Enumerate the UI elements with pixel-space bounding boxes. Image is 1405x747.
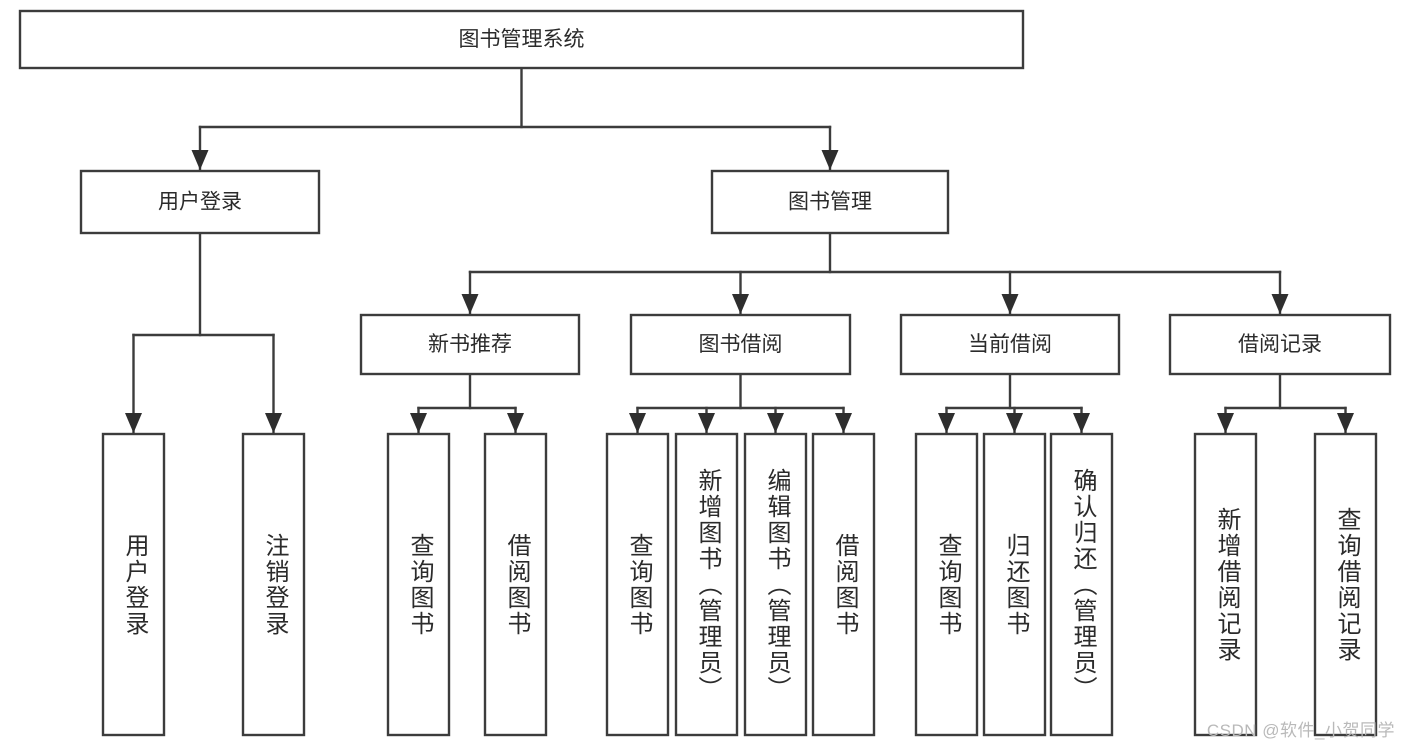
arrow-head-icon xyxy=(1337,413,1354,433)
node-leaf-8 xyxy=(914,432,979,737)
arrow-head-icon xyxy=(1271,294,1289,314)
node-level2-0 xyxy=(79,169,321,235)
arrow-head-icon xyxy=(698,413,715,433)
node-leaf-1 xyxy=(241,432,306,737)
node-level3-label-2: 当前借阅 xyxy=(968,333,1052,356)
node-level2-1 xyxy=(710,169,950,235)
node-level3-2 xyxy=(899,313,1121,376)
node-root-label: 图书管理系统 xyxy=(459,28,585,51)
arrow-head-icon xyxy=(767,413,784,433)
box-layer xyxy=(18,9,1392,737)
node-root xyxy=(18,9,1025,70)
node-leaf-4 xyxy=(605,432,670,737)
arrow-head-icon xyxy=(629,413,646,433)
arrow-head-icon xyxy=(191,150,209,170)
watermark: CSDN @软件_小贺同学 xyxy=(1206,721,1395,740)
node-level3-3 xyxy=(1168,313,1392,376)
arrow-head-icon xyxy=(835,413,852,433)
node-level3-label-1: 图书借阅 xyxy=(699,333,783,356)
node-leaf-10 xyxy=(1049,432,1114,737)
arrow-head-icon xyxy=(821,150,839,170)
node-leaf-3 xyxy=(483,432,548,737)
node-leaf-9 xyxy=(982,432,1047,737)
node-level2-label-0: 用户登录 xyxy=(158,191,242,214)
node-leaf-0 xyxy=(101,432,166,737)
arrow-head-icon xyxy=(507,413,524,433)
node-leaf-5 xyxy=(674,432,739,737)
node-leaf-2 xyxy=(386,432,451,737)
node-leaf-11 xyxy=(1193,432,1258,737)
arrow-head-icon xyxy=(125,413,142,433)
node-level2-label-1: 图书管理 xyxy=(788,191,872,214)
arrow-head-icon xyxy=(461,294,479,314)
node-level3-label-3: 借阅记录 xyxy=(1238,333,1322,356)
arrow-head-icon xyxy=(1217,413,1234,433)
arrow-head-icon xyxy=(732,294,749,314)
arrow-head-icon xyxy=(265,413,282,433)
arrow-head-icon xyxy=(410,413,427,433)
connector-layer xyxy=(125,66,1354,435)
node-level3-0 xyxy=(359,313,581,376)
node-leaf-6 xyxy=(743,432,808,737)
arrow-head-icon xyxy=(1073,413,1090,433)
arrow-head-icon xyxy=(1001,294,1019,314)
node-leaf-12 xyxy=(1313,432,1378,737)
node-leaf-7 xyxy=(811,432,876,737)
arrow-head-icon xyxy=(938,413,955,433)
node-level3-1 xyxy=(629,313,852,376)
arrow-head-icon xyxy=(1006,413,1023,433)
node-level3-label-0: 新书推荐 xyxy=(428,333,512,356)
